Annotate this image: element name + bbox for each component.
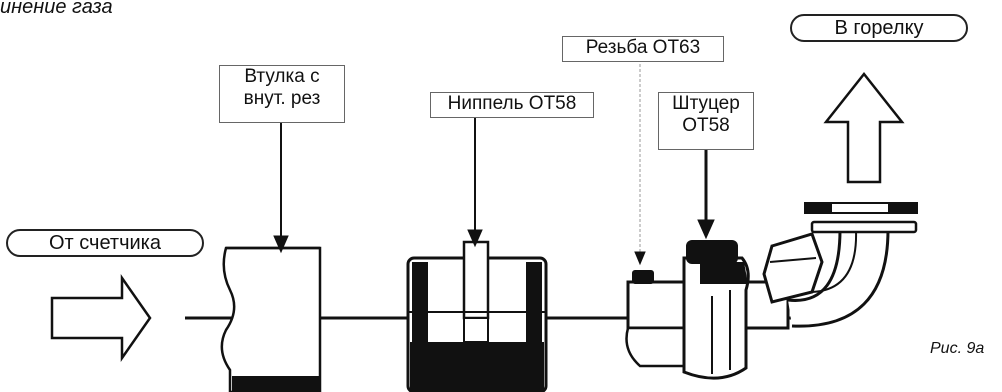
- leader-lines: [273, 64, 715, 266]
- bushing-label: Втулка с внут. рез: [219, 65, 345, 123]
- nipple-label: Ниппель ОТ58: [430, 92, 594, 118]
- nipple-part: [406, 240, 548, 392]
- fitting-label-line-2: ОТ58: [682, 115, 730, 136]
- inflow-arrow: [50, 274, 152, 362]
- fitting-label-line-1: Штуцер: [672, 93, 740, 114]
- outflow-arrow: [823, 71, 905, 184]
- bushing-label-line-1: Втулка с: [244, 66, 320, 87]
- diagram-caption: инение газа: [0, 0, 113, 18]
- fitting-part: [625, 202, 918, 380]
- from-meter-label: От счетчика: [6, 229, 204, 257]
- bushing-part: [220, 246, 322, 392]
- figure-label: Рис. 9а: [930, 340, 985, 357]
- to-burner-label: В горелку: [790, 14, 968, 42]
- thread-label: Резьба ОТ63: [562, 36, 724, 62]
- bushing-label-line-2: внут. рез: [243, 88, 321, 109]
- fitting-label: Штуцер ОТ58: [658, 92, 754, 150]
